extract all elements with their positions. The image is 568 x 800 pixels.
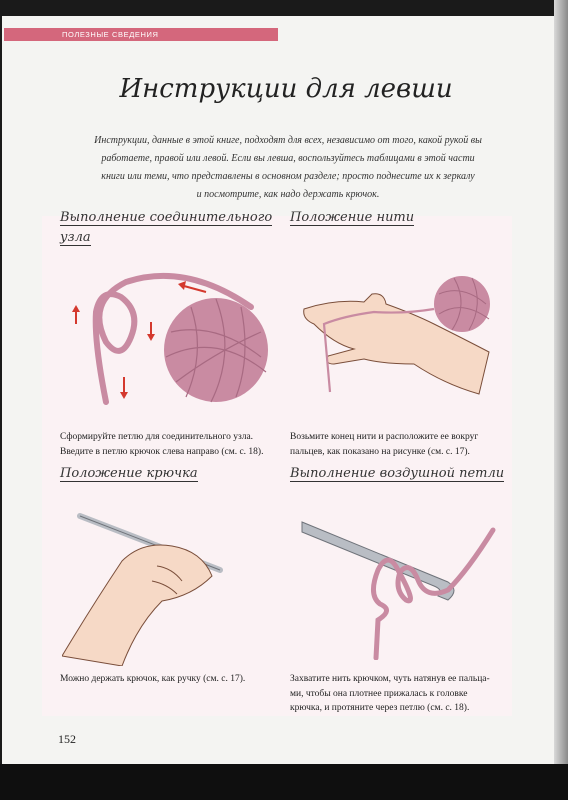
hand-holding-hook-illustration [62,513,223,666]
chain-stitch-illustration [301,521,496,660]
heading-line: Выполнение соединительного [60,210,273,226]
caption-line: крючка, и протяните через петлю (см. с. … [290,703,470,713]
slip-knot-and-yarn-ball-illustration [72,272,268,405]
caption-hook-position: Можно держать крючок, как ручку (см. с. … [60,672,245,687]
caption-line: Сформируйте петлю для соединительного уз… [60,432,254,442]
heading-line: Выполнение воздушной петли [290,466,505,482]
book-page: ПОЛЕЗНЫЕ СВЕДЕНИЯ Инструкции для левши И… [2,16,554,764]
hand-holding-yarn-illustration [303,276,490,395]
intro-paragraph: Инструкции, данные в этой книге, подходя… [74,132,502,204]
caption-line: Захватите нить крючком, чуть натянув ее … [290,674,490,684]
section-heading-chain-stitch: Выполнение воздушной петли [290,464,505,484]
scan-bottom-edge [0,764,568,800]
caption-line: ми, чтобы она плотнее прижалась к головк… [290,688,468,699]
section-heading-slip-knot: Выполнение соединительного узла [60,208,273,248]
section-heading-hook-position: Положение крючка [60,464,198,484]
caption-line: Введите в петлю крючок слева направо (см… [60,446,264,457]
heading-line: узла [60,230,91,246]
scan-edge-shadow [554,0,568,800]
page-number: 152 [58,732,76,746]
section-banner: ПОЛЕЗНЫЕ СВЕДЕНИЯ [4,28,278,41]
intro-line: работаете, правой или левой. Если вы лев… [101,153,475,164]
section-heading-yarn-position: Положение нити [290,208,415,228]
caption-chain-stitch: Захватите нить крючком, чуть натянув ее … [290,672,490,716]
caption-line: Возьмите конец нити и расположите ее вок… [290,432,479,442]
caption-yarn-position: Возьмите конец нити и расположите ее вок… [290,430,478,459]
heading-line: Положение нити [290,210,415,226]
intro-line: Инструкции, данные в этой книге, подходя… [94,135,482,146]
page-title: Инструкции для левши [119,74,453,104]
caption-slip-knot: Сформируйте петлю для соединительного уз… [60,430,263,459]
caption-line: пальцев, как показано на рисунке (см. с.… [290,446,470,457]
caption-line: Можно держать крючок, как ручку (см. с. … [60,674,246,684]
intro-line: и посмотрите, как надо держать крючок. [196,189,380,200]
heading-line: Положение крючка [60,466,198,482]
intro-line: книги или теми, что представлены в основ… [101,171,475,182]
